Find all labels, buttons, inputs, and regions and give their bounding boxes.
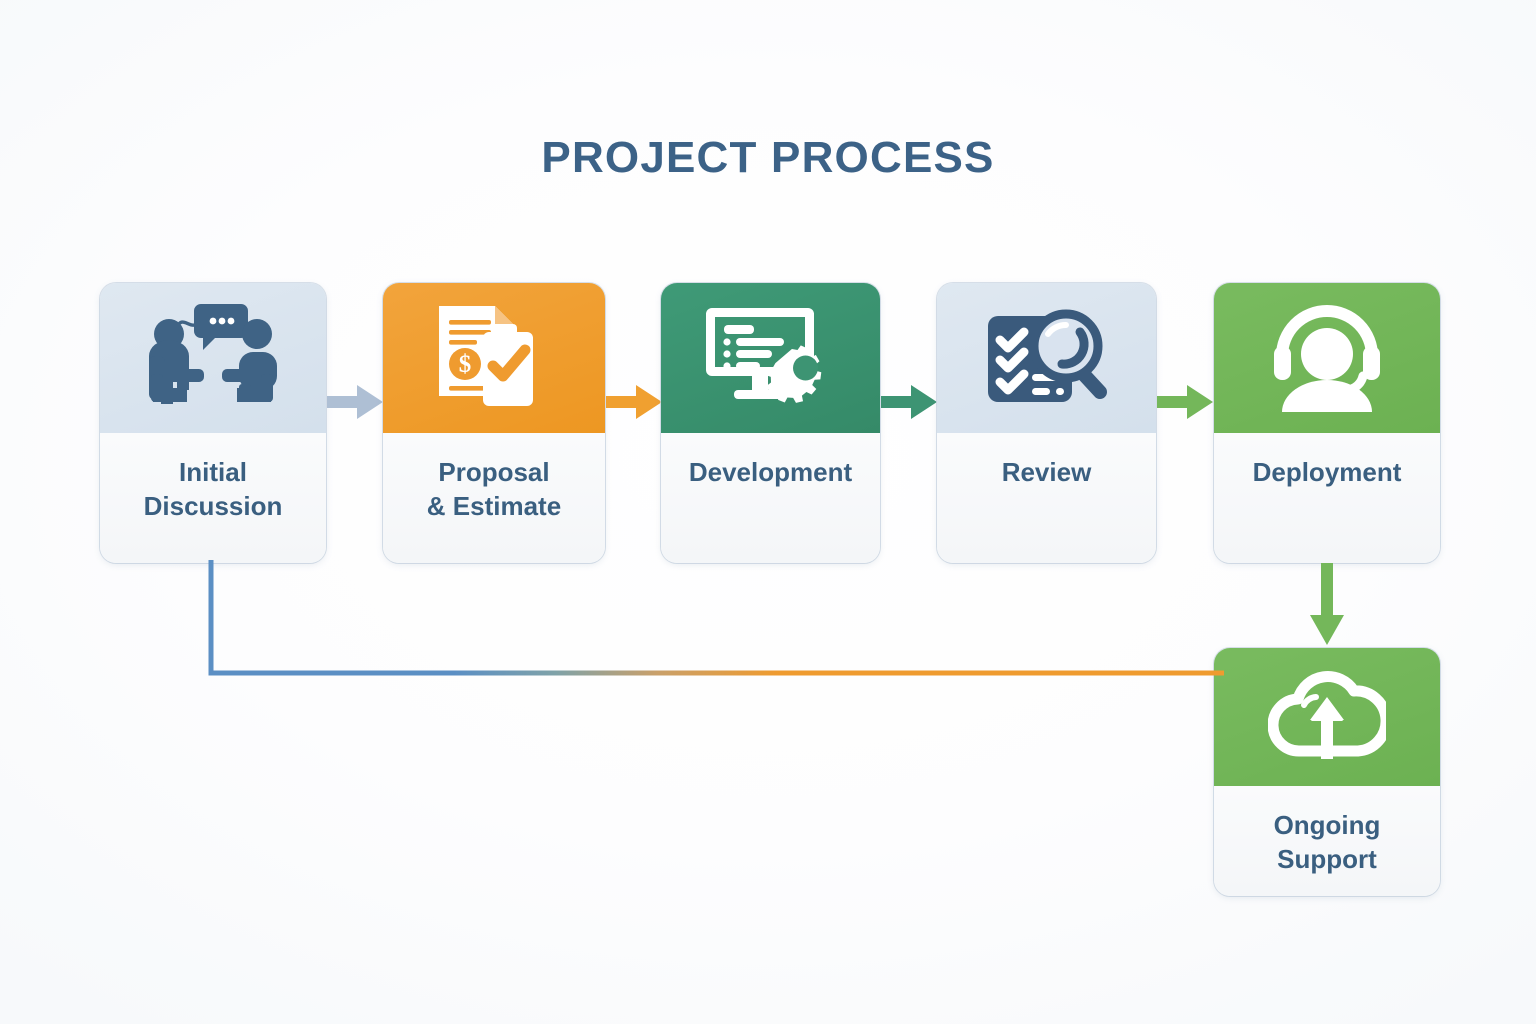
- headset-support-person-icon: [1268, 300, 1386, 417]
- step-icon-header: [1214, 283, 1440, 433]
- process-step-ongoing-support[interactable]: Ongoing Support: [1214, 648, 1440, 896]
- step-label: Review: [1001, 457, 1092, 487]
- step-icon-header: [1214, 648, 1440, 786]
- step-label: Proposal & Estimate: [426, 457, 562, 522]
- step-label: Development: [688, 457, 853, 487]
- page-title: PROJECT PROCESS: [541, 133, 995, 182]
- clipboard-checklist-magnifier-icon: [984, 304, 1110, 413]
- step-label-area: Deployment: [1214, 433, 1440, 563]
- step-icon-header: [661, 283, 880, 433]
- process-step-deployment[interactable]: Deployment: [1214, 283, 1440, 563]
- process-step-proposal-estimate[interactable]: $ Proposal & Estimate: [383, 283, 605, 563]
- step-icon-header: [937, 283, 1156, 433]
- two-people-talking-icon: [133, 300, 293, 417]
- monitor-code-gear-icon: [705, 304, 836, 413]
- process-step-review[interactable]: Review: [937, 283, 1156, 563]
- cloud-upload-arrow-icon: [1267, 667, 1392, 768]
- connector-arrow-review-to-deployment: [1157, 383, 1213, 421]
- connector-arrow-initial-to-proposal: [327, 383, 383, 421]
- step-label-area: Ongoing Support: [1214, 786, 1440, 896]
- step-icon-header: [100, 283, 326, 433]
- step-label-area: Review: [937, 433, 1156, 563]
- step-label-area: Initial Discussion: [100, 433, 326, 563]
- step-label: Ongoing Support: [1273, 810, 1381, 875]
- svg-text:$: $: [459, 351, 472, 378]
- connector-arrow-development-to-review: [881, 383, 937, 421]
- step-icon-header: $: [383, 283, 605, 433]
- connector-arrow-proposal-to-development: [606, 383, 662, 421]
- invoice-document-checklist-icon: $: [431, 302, 557, 415]
- step-label: Deployment: [1252, 457, 1402, 487]
- process-step-development[interactable]: Development: [661, 283, 880, 563]
- connector-arrow-deployment-to-ongoing-support: [1306, 563, 1348, 651]
- process-step-initial-discussion[interactable]: Initial Discussion: [100, 283, 326, 563]
- step-label: Initial Discussion: [143, 457, 283, 522]
- step-label-area: Development: [661, 433, 880, 563]
- step-label-area: Proposal & Estimate: [383, 433, 605, 563]
